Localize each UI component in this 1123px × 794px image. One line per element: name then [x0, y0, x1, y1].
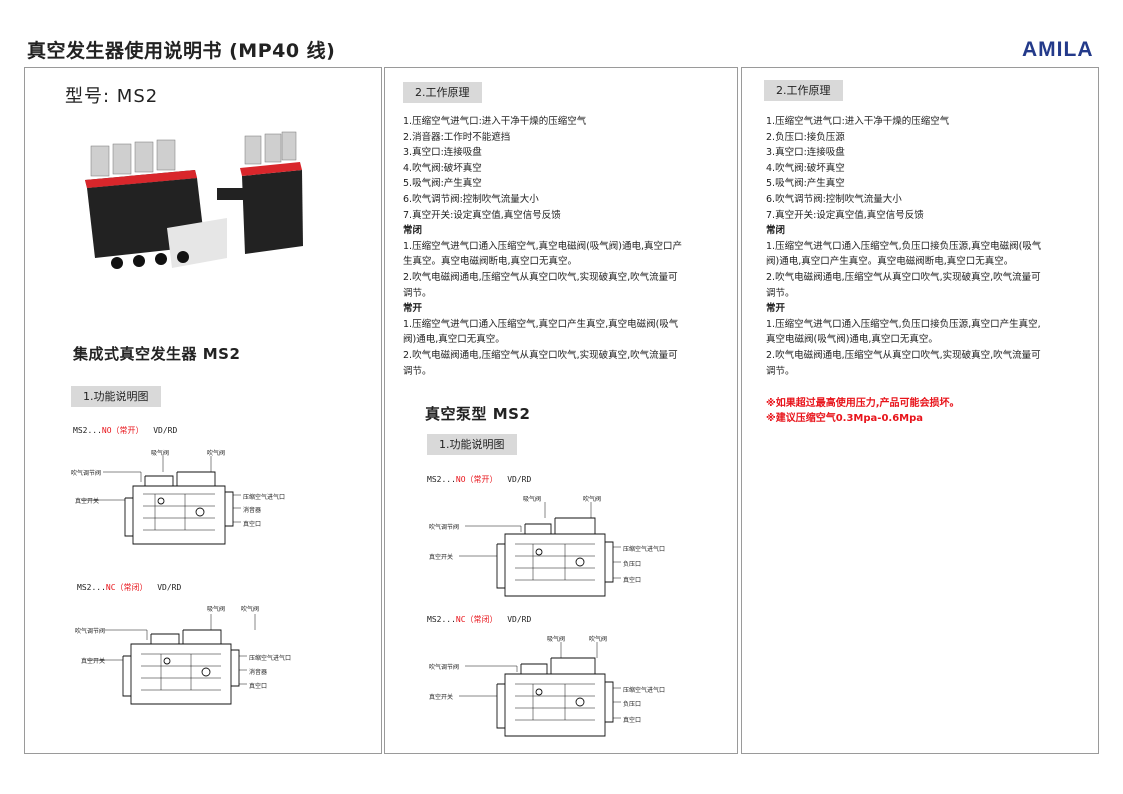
no-line: 调节。 — [766, 365, 795, 377]
panel-right: 2.工作原理 1.压缩空气进气口:进入干净干燥的压缩空气 2.负压口:接负压源 … — [741, 67, 1099, 754]
item: 3.真空口:连接吸盘 — [766, 147, 845, 159]
label-blow-adjust: 吹气调节阀 — [75, 628, 106, 635]
nc-heading: 常闭 — [403, 225, 423, 237]
principle-text: 1.压缩空气进气口:进入干净干燥的压缩空气 2.消音器:工作时不能遮挡 3.真空… — [403, 114, 733, 379]
no-heading: 常开 — [403, 303, 423, 315]
nc-line: 调节。 — [403, 287, 432, 299]
label-suction-valve: 吸气阀 — [207, 606, 226, 613]
pump-section-tag: 1.功能说明图 — [427, 434, 517, 455]
nc-line: 2.吹气电磁阀通电,压缩空气从真空口吹气,实现破真空,吹气流量可 — [766, 271, 1041, 283]
label-neg-port: 负压口 — [623, 561, 642, 568]
item: 2.负压口:接负压源 — [766, 131, 845, 143]
label-blow-adjust: 吹气调节阀 — [429, 524, 460, 531]
panel-left: 型号: MS2 集成式真空发生器 MS2 1.功能说明图 — [24, 67, 382, 754]
label-neg-port: 负压口 — [623, 701, 642, 708]
item: 3.真空口:连接吸盘 — [403, 147, 482, 159]
section-tag-principle: 2.工作原理 — [403, 82, 482, 103]
principle-text: 1.压缩空气进气口:进入干净干燥的压缩空气 2.负压口:接负压源 3.真空口:连… — [766, 114, 1096, 379]
pressure-recommendation: ※建议压缩空气0.3Mpa-0.6Mpa — [766, 413, 924, 424]
pump-diagram-nc-caption: MS2...NC（常闭） VD/RD — [427, 615, 532, 624]
no-line: 1.压缩空气进气口通入压缩空气,负压口接负压源,真空口产生真空, — [766, 318, 1041, 330]
label-silencer: 消音器 — [243, 507, 262, 514]
label-vacuum-port: 真空口 — [249, 683, 268, 690]
label-air-inlet: 压缩空气进气口 — [249, 655, 292, 662]
label-blow-adjust: 吹气调节阀 — [429, 664, 460, 671]
item: 1.压缩空气进气口:进入干净干燥的压缩空气 — [403, 116, 587, 127]
label-blow-valve: 吹气阀 — [589, 636, 608, 643]
label-blow-adjust: 吹气调节阀 — [71, 470, 102, 477]
label-silencer: 消音器 — [249, 669, 268, 676]
pump-diagram-nc: 吸气阀 吹气阀 吹气调节阀 真空开关 压缩空气进气口 负压口 真空口 — [425, 630, 705, 748]
no-line: 阀)通电,真空口无真空。 — [403, 334, 505, 346]
label-air-inlet: 压缩空气进气口 — [623, 546, 666, 553]
label-vacuum-switch: 真空开关 — [75, 498, 100, 505]
nc-line: 阀)通电,真空口产生真空。真空电磁阀断电,真空口无真空。 — [766, 256, 1014, 268]
no-line: 2.吹气电磁阀通电,压缩空气从真空口吹气,实现破真空,吹气流量可 — [403, 349, 678, 361]
label-suction-valve: 吸气阀 — [523, 496, 542, 503]
panel-middle: 2.工作原理 1.压缩空气进气口:进入干净干燥的压缩空气 2.消音器:工作时不能… — [384, 67, 738, 754]
label-vacuum-port: 真空口 — [623, 577, 642, 584]
document-title: 真空发生器使用说明书 (MP40 线) — [27, 40, 336, 62]
item: 7.真空开关:设定真空值,真空信号反馈 — [403, 209, 561, 221]
item: 1.压缩空气进气口:进入干净干燥的压缩空气 — [766, 116, 950, 127]
diagram-nc: 吸气阀 吹气阀 吹气调节阀 真空开关 压缩空气进气口 消音器 真空口 — [71, 600, 351, 720]
diagram-no-caption: MS2...NO（常开） VD/RD — [73, 426, 178, 435]
product-image — [85, 131, 303, 269]
no-line: 真空电磁阀(吸气阀)通电,真空口无真空。 — [766, 334, 938, 346]
diagram-no: 吸气阀 吹气阀 吹气调节阀 真空开关 压缩空气进气口 消音器 真空口 — [65, 446, 345, 566]
label-suction-valve: 吸气阀 — [151, 450, 170, 457]
product-title: 集成式真空发生器 MS2 — [73, 345, 241, 363]
pump-diagram-no-drawing — [459, 502, 621, 597]
label-vacuum-switch: 真空开关 — [429, 554, 454, 561]
label-blow-valve: 吹气阀 — [583, 496, 602, 503]
pump-title: 真空泵型 MS2 — [425, 405, 531, 423]
label-vacuum-switch: 真空开关 — [81, 658, 106, 665]
item: 5.吸气阀:产生真空 — [403, 178, 482, 190]
diagram-nc-drawing — [87, 614, 256, 705]
label-vacuum-port: 真空口 — [243, 521, 262, 528]
section-tag-principle: 2.工作原理 — [764, 80, 843, 101]
item: 2.消音器:工作时不能遮挡 — [403, 131, 511, 143]
label-blow-valve: 吹气阀 — [207, 450, 226, 457]
item: 4.吹气阀:破坏真空 — [766, 162, 845, 174]
brand-logo: AMILA — [1022, 38, 1094, 61]
nc-line: 1.压缩空气进气口通入压缩空气,真空电磁阀(吸气阀)通电,真空口产 — [403, 240, 683, 252]
item: 4.吹气阀:破坏真空 — [403, 162, 482, 174]
label-vacuum-switch: 真空开关 — [429, 694, 454, 701]
label-blow-valve: 吹气阀 — [241, 606, 260, 613]
nc-line: 生真空。真空电磁阀断电,真空口无真空。 — [403, 256, 578, 268]
item: 6.吹气调节阀:控制吹气流量大小 — [403, 193, 539, 205]
label-suction-valve: 吸气阀 — [547, 636, 566, 643]
pump-diagram-no: 吸气阀 吹气阀 吹气调节阀 真空开关 压缩空气进气口 负压口 真空口 — [425, 492, 705, 612]
nc-line: 1.压缩空气进气口通入压缩空气,负压口接负压源,真空电磁阀(吸气 — [766, 240, 1042, 252]
section-tag-function: 1.功能说明图 — [71, 386, 161, 407]
item: 6.吹气调节阀:控制吹气流量大小 — [766, 193, 902, 205]
label-air-inlet: 压缩空气进气口 — [243, 494, 286, 501]
pump-diagram-no-caption: MS2...NO（常开） VD/RD — [427, 475, 532, 484]
nc-line: 2.吹气电磁阀通电,压缩空气从真空口吹气,实现破真空,吹气流量可 — [403, 271, 678, 283]
pump-diagram-nc-drawing — [459, 642, 621, 737]
no-line: 2.吹气电磁阀通电,压缩空气从真空口吹气,实现破真空,吹气流量可 — [766, 349, 1041, 361]
model-number: 型号: MS2 — [65, 86, 159, 107]
no-line: 调节。 — [403, 365, 432, 377]
diagram-no-drawing — [81, 456, 241, 545]
diagram-nc-caption: MS2...NC（常闭） VD/RD — [77, 583, 182, 592]
label-air-inlet: 压缩空气进气口 — [623, 687, 666, 694]
no-heading: 常开 — [766, 303, 786, 315]
nc-line: 调节。 — [766, 287, 795, 299]
no-line: 1.压缩空气进气口通入压缩空气,真空口产生真空,真空电磁阀(吸气 — [403, 318, 679, 330]
nc-heading: 常闭 — [766, 225, 786, 237]
item: 7.真空开关:设定真空值,真空信号反馈 — [766, 209, 924, 221]
label-vacuum-port: 真空口 — [623, 717, 642, 724]
pressure-warning: ※如果超过最高使用压力,产品可能会损坏。 — [766, 398, 960, 409]
item: 5.吸气阀:产生真空 — [766, 178, 845, 190]
